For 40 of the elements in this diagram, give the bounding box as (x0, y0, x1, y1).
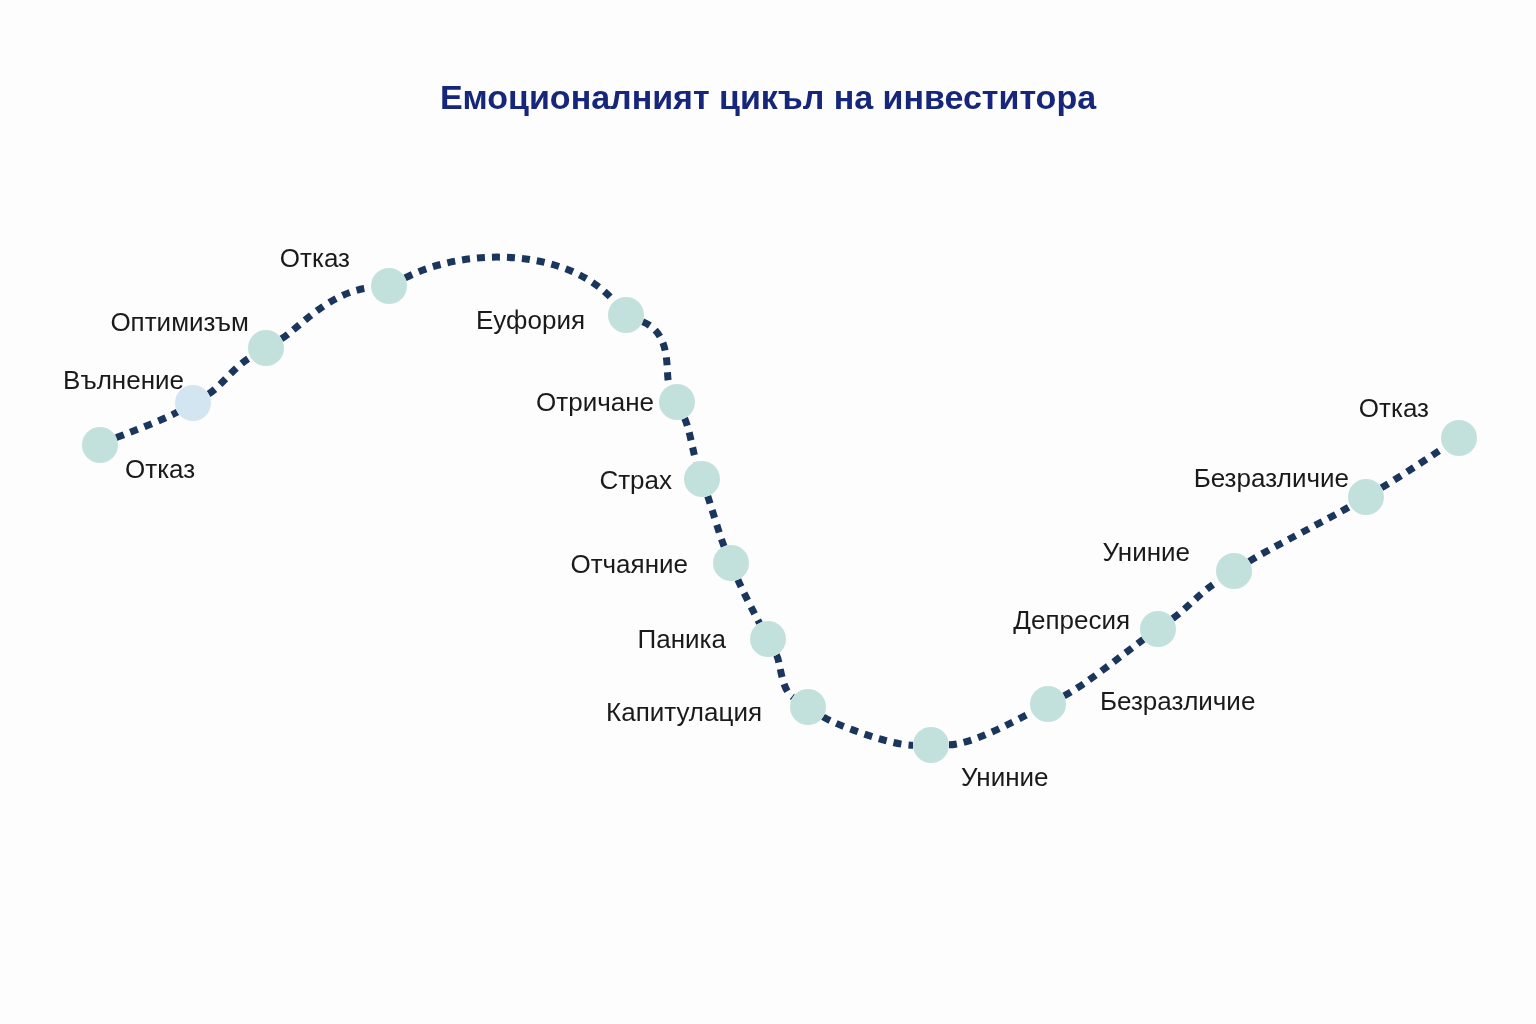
stage-dot (659, 384, 695, 420)
stage-label: Безразличие (1193, 463, 1349, 493)
stage-label: Униние (1102, 537, 1190, 567)
dotted-curve-segment (1247, 503, 1353, 565)
dotted-curve-segment (821, 713, 914, 749)
stage-dot (82, 427, 118, 463)
stage-label: Безразличие (1100, 686, 1256, 716)
stage-dot (1030, 686, 1066, 722)
stage-label: Паника (637, 624, 726, 654)
stage-label: Страх (599, 465, 672, 495)
dotted-curve-segment (734, 578, 763, 625)
stage-dot (790, 689, 826, 725)
stage-label: Вълнение (63, 365, 184, 395)
stage-label: Оптимизъм (110, 307, 249, 337)
chart-title: Емоционалният цикъл на инвеститора (439, 78, 1097, 117)
stage-label: Отчаяние (570, 549, 688, 579)
dotted-curve-segment (206, 354, 253, 397)
stage-dot (713, 545, 749, 581)
stage-dot (608, 297, 644, 333)
stage-label: Отричане (536, 387, 654, 417)
stage-dot (684, 461, 720, 497)
stage-label: Отказ (1358, 393, 1429, 423)
stage-dot (1216, 553, 1252, 589)
stage-label: Капитулация (606, 697, 762, 727)
stage-label: Отказ (125, 454, 196, 484)
stage-label: Депресия (1013, 605, 1130, 635)
stage-dot (1140, 611, 1176, 647)
dotted-curve-segment (704, 494, 728, 548)
stage-dot (371, 268, 407, 304)
stage-dot (1441, 420, 1477, 456)
dotted-curve-segment (1062, 636, 1146, 699)
stage-dot (1348, 479, 1384, 515)
stage-dot (750, 621, 786, 657)
stage-label: Униние (961, 762, 1049, 792)
dotted-curve-segment (115, 409, 180, 441)
dotted-curve-segment (773, 653, 796, 700)
stage-label: Отказ (279, 243, 350, 273)
stage-dot (913, 727, 949, 763)
stage-dot (248, 330, 284, 366)
stage-label: Еуфория (476, 305, 585, 335)
